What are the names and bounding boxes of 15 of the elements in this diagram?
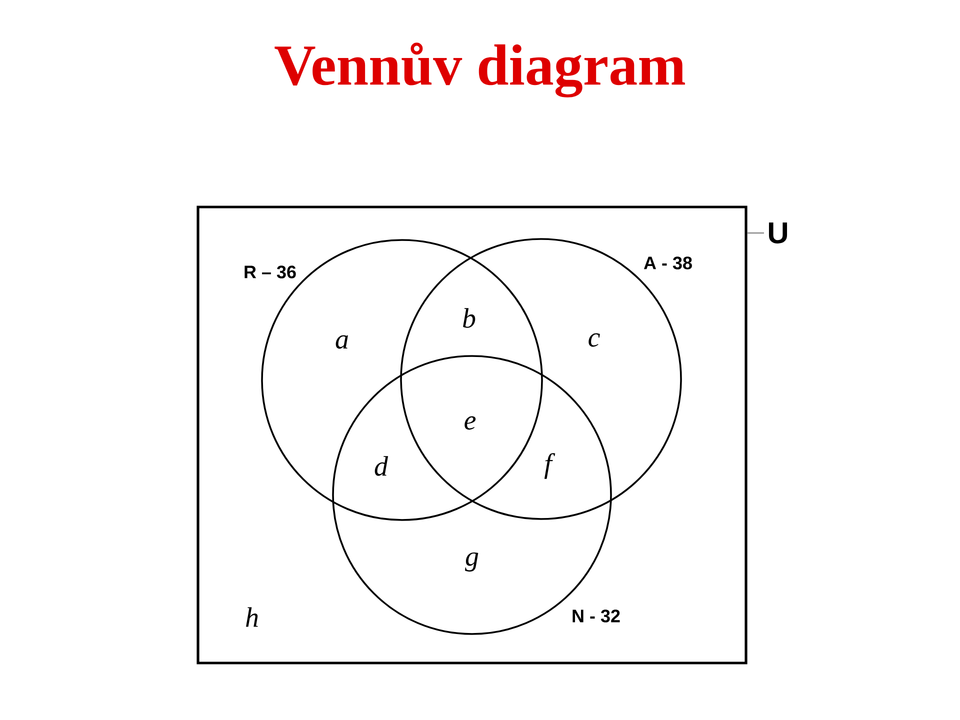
region-letter: c [588,333,600,347]
title: Vennův diagram [274,42,685,98]
region-letter: b [463,308,476,328]
region-letter: f [544,453,556,479]
universe-rectangle [196,206,748,664]
leader-line [747,232,764,234]
region-letter: e [464,416,476,430]
set-label: N - 32 [572,610,620,622]
region-letter: h [246,607,258,627]
region-letter: g [465,552,478,572]
region-letter: d [374,456,388,476]
set-name: U [768,222,788,244]
set-label: A - 38 [644,256,692,270]
region-letter: a [336,335,348,349]
set-label: R – 36 [244,266,296,278]
